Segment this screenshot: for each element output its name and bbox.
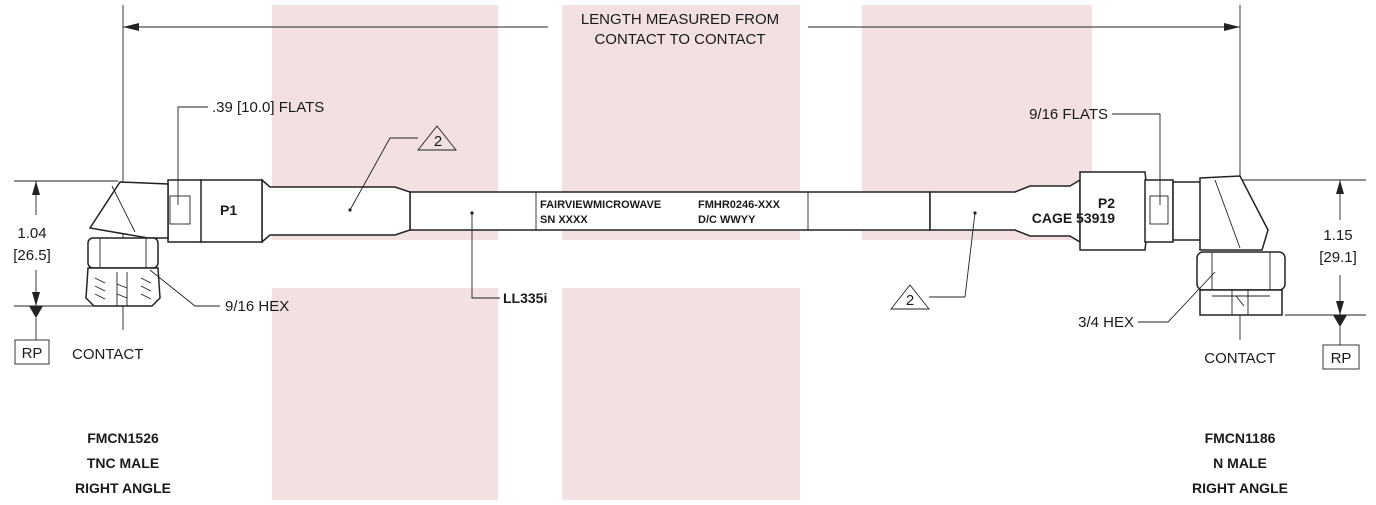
right-part-number: FMCN1186: [1205, 430, 1276, 446]
note-flag-number: 2: [434, 133, 442, 150]
cable-brand: FAIRVIEWMICROWAVE: [540, 199, 661, 211]
right-height-dimension: 1.15 [29.1] RP: [1243, 179, 1366, 370]
left-hex-label: 9/16 HEX: [225, 298, 289, 315]
length-label-line1: LENGTH MEASURED FROM: [581, 11, 779, 28]
cage-code-label: CAGE 53919: [1032, 210, 1115, 226]
cable-type-label: LL335i: [503, 290, 547, 306]
cable-serial: SN XXXX: [540, 214, 588, 226]
cable-type-callout: LL335i: [470, 211, 547, 306]
right-flats-label: 9/16 FLATS: [1029, 106, 1108, 123]
note-flag-left: 2: [348, 125, 457, 212]
length-dimension: LENGTH MEASURED FROM CONTACT TO CONTACT: [122, 5, 1241, 242]
note-flag-number: 2: [906, 292, 914, 309]
left-height-mm: [26.5]: [13, 247, 51, 264]
right-height-mm: [29.1]: [1319, 249, 1357, 266]
left-height-in: 1.04: [17, 225, 46, 242]
right-height-in: 1.15: [1323, 227, 1352, 244]
port-p2-label: P2: [1098, 195, 1115, 211]
note-flag-right: 2: [890, 211, 977, 310]
right-hex-label: 3/4 HEX: [1078, 314, 1134, 331]
cable-label-sleeve: [537, 193, 807, 229]
cable-date-code: D/C WWYY: [698, 214, 756, 226]
watermark: [272, 5, 1092, 500]
port-p1-label: P1: [220, 202, 237, 218]
left-callouts: .39 [10.0] FLATS 9/16 HEX CONTACT FMCN15…: [72, 99, 324, 496]
left-height-dimension: 1.04 [26.5] RP: [13, 180, 118, 365]
right-callouts: 9/16 FLATS 3/4 HEX CONTACT FMCN1186 N MA…: [1029, 106, 1288, 496]
right-contact-label: CONTACT: [1204, 350, 1275, 367]
left-connector: P1: [85, 178, 411, 330]
left-connector-orientation: RIGHT ANGLE: [75, 480, 171, 496]
left-connector-type: TNC MALE: [87, 455, 159, 471]
right-ref-box: RP: [1331, 350, 1352, 367]
right-connector: P2 CAGE 53919: [929, 171, 1286, 340]
cable-part-number: FMHR0246-XXX: [698, 199, 781, 211]
left-contact-label: CONTACT: [72, 346, 143, 363]
left-flats-label: .39 [10.0] FLATS: [212, 99, 324, 116]
right-connector-type: N MALE: [1213, 455, 1267, 471]
length-label-line2: CONTACT TO CONTACT: [594, 31, 765, 48]
cable: FAIRVIEWMICROWAVE SN XXXX FMHR0246-XXX D…: [409, 191, 931, 231]
right-connector-orientation: RIGHT ANGLE: [1192, 480, 1288, 496]
left-part-number: FMCN1526: [87, 430, 159, 446]
left-ref-box: RP: [22, 345, 43, 362]
